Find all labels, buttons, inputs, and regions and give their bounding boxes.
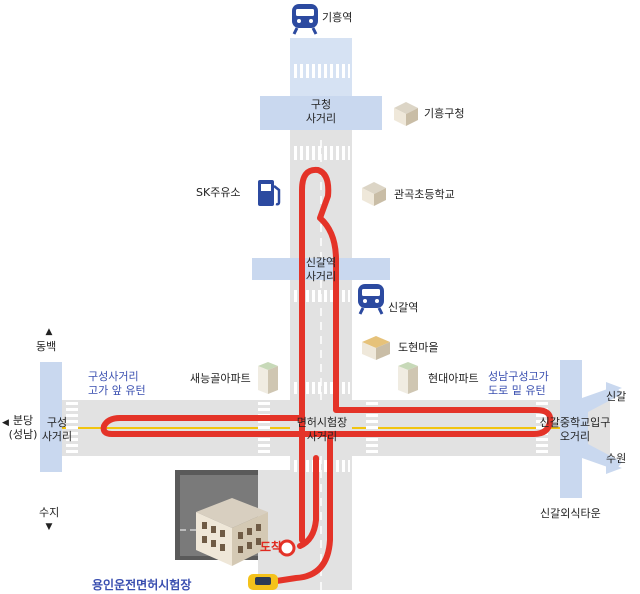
gwangok-school-icon bbox=[362, 182, 386, 206]
label-guseong-uturn: 구성사거리 고가 앞 유턴 bbox=[88, 370, 146, 397]
guseong-cross-band bbox=[40, 362, 62, 472]
label-guseong-intersection: 구청 사거리 bbox=[305, 98, 337, 125]
label-dongbaek: 동백 bbox=[36, 340, 57, 353]
label-license-test-center: 용인운전면허시험장 bbox=[92, 578, 192, 592]
label-arrival: 도착 bbox=[260, 540, 283, 554]
saeneunggol-apt-icon bbox=[258, 362, 278, 394]
gas-station-icon bbox=[258, 180, 281, 206]
label-gwangok-school: 관곡초등학교 bbox=[394, 188, 455, 201]
dohyeon-village-icon bbox=[362, 336, 390, 360]
label-singal-ic-town: 신갈외식타운 bbox=[540, 507, 601, 520]
license-test-center-building-icon bbox=[196, 498, 268, 566]
label-hyundai-apt: 현대아파트 bbox=[428, 372, 479, 385]
giheung-gucheong-icon bbox=[394, 102, 418, 126]
driving-route bbox=[100, 166, 554, 543]
arrival-dot bbox=[278, 539, 296, 557]
label-singal-middle-school: 신갈중학교입구 오거리 bbox=[539, 416, 611, 443]
label-giheung-gucheong: 기흥구청 bbox=[424, 107, 465, 120]
arrow-up-icon: ▲ bbox=[45, 327, 53, 337]
label-guseong-cross: 구성 사거리 bbox=[41, 416, 73, 443]
hyundai-apt-icon bbox=[398, 362, 418, 394]
singal-subway-icon bbox=[358, 284, 384, 315]
label-suji: 수지 bbox=[39, 506, 60, 519]
label-bundang: 분당 (성남) bbox=[8, 414, 38, 441]
label-test-center-intersection: 면허시험장 사거리 bbox=[296, 416, 348, 443]
label-seongnam-uturn: 성남구성고가 도로 밑 유턴 bbox=[488, 370, 549, 397]
label-giheung-station: 기흥역 bbox=[322, 11, 353, 24]
label-dohyeon-village: 도현마을 bbox=[398, 341, 439, 354]
label-singal-station-intersection: 신갈역 사거리 bbox=[305, 256, 337, 283]
label-sk-gas: SK주유소 bbox=[196, 186, 241, 199]
label-singal: 신갈 bbox=[606, 390, 627, 403]
label-suwon: 수원 bbox=[606, 452, 627, 465]
label-singal-station: 신갈역 bbox=[388, 301, 419, 314]
singal-station-band bbox=[252, 258, 390, 280]
guseong-band bbox=[260, 96, 382, 130]
arrow-left-icon: ◀ bbox=[2, 418, 9, 428]
arrow-down-icon: ▼ bbox=[45, 522, 53, 532]
label-saeneunggol-apt: 새능골아파트 bbox=[190, 372, 251, 385]
giheung-subway-icon bbox=[292, 4, 318, 35]
taxi-icon bbox=[248, 574, 278, 590]
